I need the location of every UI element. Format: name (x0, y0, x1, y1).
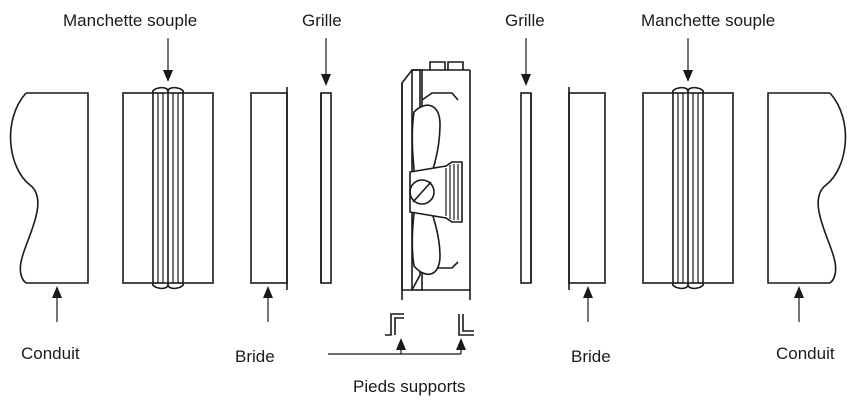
grille-left (320, 92, 332, 284)
label-conduit-right: Conduit (776, 344, 835, 363)
label-flex-left: Manchette souple (63, 11, 197, 30)
label-grille-right: Grille (505, 11, 545, 30)
arrow-flex-right (683, 38, 693, 82)
arrow-bride-right (583, 286, 593, 322)
arrow-grille-right (521, 38, 531, 86)
conduit-left (9, 92, 89, 284)
label-bride-right: Bride (571, 347, 611, 366)
fan-unit (401, 61, 471, 300)
bride-right (568, 87, 606, 290)
arrow-flex-left (163, 38, 173, 82)
feet-leader (328, 338, 466, 355)
label-feet: Pieds supports (353, 377, 465, 396)
bride-left (250, 87, 288, 290)
label-flex-right: Manchette souple (641, 11, 775, 30)
label-grille-left: Grille (302, 11, 342, 30)
conduit-right (767, 92, 847, 284)
arrow-conduit-left (52, 286, 62, 322)
support-foot-left (385, 313, 404, 336)
arrow-bride-left (263, 286, 273, 322)
label-conduit-left: Conduit (21, 344, 80, 363)
label-bride-left: Bride (235, 347, 275, 366)
arrow-grille-left (321, 38, 331, 86)
grille-right (520, 92, 532, 284)
flex-sleeve-left (122, 86, 214, 290)
support-foot-right (458, 314, 474, 336)
arrow-conduit-right (794, 286, 804, 322)
flex-sleeve-right (642, 86, 734, 290)
